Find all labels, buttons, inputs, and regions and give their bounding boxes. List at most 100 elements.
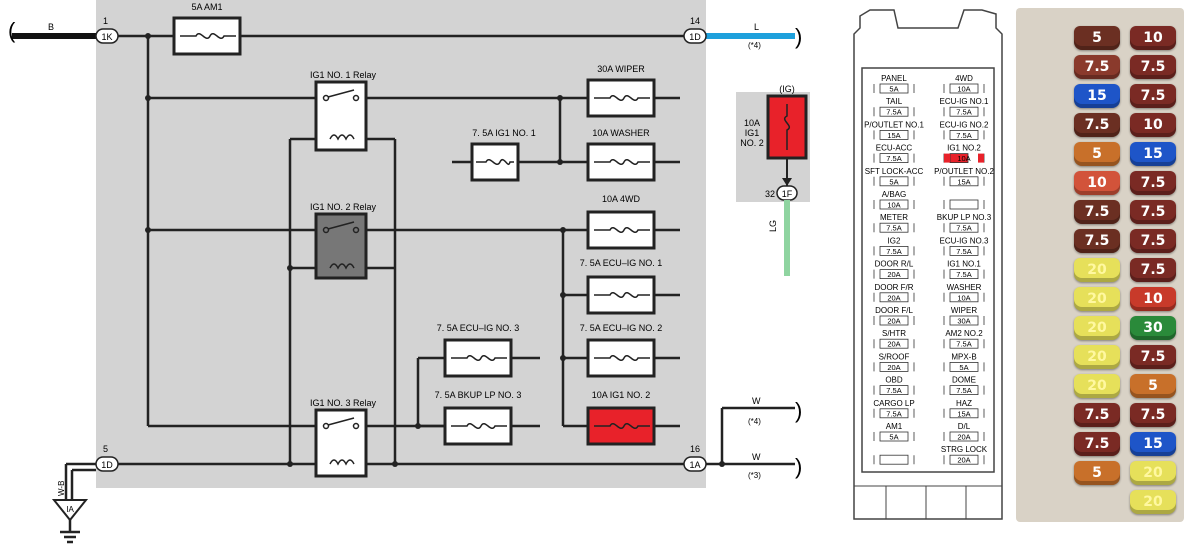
svg-text:7. 5A BKUP LP NO. 3: 7. 5A BKUP LP NO. 3 <box>435 390 522 400</box>
fuse-slot-left <box>879 361 909 372</box>
ground-symbol <box>51 499 89 522</box>
svg-text:10A WASHER: 10A WASHER <box>592 128 650 138</box>
fuse-slot-left <box>879 385 909 396</box>
photo-fuse-right: 7.5 <box>1130 84 1176 108</box>
svg-text:10A: 10A <box>744 118 760 128</box>
fuse-slot-highlight <box>978 153 984 163</box>
photo-fuse-right: 7.5 <box>1130 171 1176 195</box>
photo-fuse-left: 20 <box>1074 258 1120 282</box>
svg-text:16: 16 <box>690 444 700 454</box>
photo-fuse-row: 20 <box>1016 486 1184 520</box>
photo-fuse-left: 7.5 <box>1074 432 1120 456</box>
wire-w-upper-note: (*4) <box>748 417 761 426</box>
wire-w-upper-paren: ) <box>795 398 802 423</box>
fuse-slot-right <box>949 292 979 303</box>
fuse-slot-left <box>879 106 909 117</box>
fuse-slot-right <box>949 361 979 372</box>
connector-1d-left: 1D 5 <box>95 444 119 472</box>
fuse-slot-name-right: IG1 NO.2 <box>947 144 981 153</box>
photo-fuse-left: 5 <box>1074 142 1120 166</box>
fuse-slot-right <box>949 269 979 280</box>
fuse-slot-left <box>879 83 909 94</box>
photo-fuse-right: 7.5 <box>1130 403 1176 427</box>
relay-ig1-no3: IG1 NO. 3 Relay <box>310 398 377 478</box>
fuse-slot-name-left: METER <box>880 213 908 222</box>
wire-l-label: L <box>754 22 759 32</box>
fuse-slot-name-left: PANEL <box>881 74 907 83</box>
photo-fuse-right: 5 <box>1130 374 1176 398</box>
fuse-slot-name-left: TAIL <box>886 97 903 106</box>
fuse-slot-rating-right: 7.5A <box>956 131 971 140</box>
photo-fuse-right: 15 <box>1130 142 1176 166</box>
fuse-slot-name-right: 4WD <box>955 74 973 83</box>
fuse-slot-right <box>949 338 979 349</box>
photo-fuse-right: 7.5 <box>1130 229 1176 253</box>
fuse-slot-name-right: STRG LOCK <box>941 445 988 454</box>
svg-text:IG1 NO. 1 Relay: IG1 NO. 1 Relay <box>310 70 377 80</box>
photo-fuse-right: 7.5 <box>1130 345 1176 369</box>
wire-l-note: (*4) <box>748 41 761 50</box>
fuse-slot-right <box>949 106 979 117</box>
fuse-slot-left <box>879 292 909 303</box>
fuse-slot-name-right: MPX-B <box>951 352 976 361</box>
fuse-slot-rating-left: 7.5A <box>886 154 901 163</box>
fuse-slot-rating-left: 15A <box>887 131 900 140</box>
ground-label: IA <box>66 505 74 514</box>
fuse-slot-right <box>949 454 979 465</box>
fuse-slot-rating-right: 15A <box>957 409 970 418</box>
svg-text:NO. 2: NO. 2 <box>740 138 764 148</box>
fuse-slot-rating-left: 7.5A <box>886 386 901 395</box>
svg-text:5A AM1: 5A AM1 <box>191 2 222 12</box>
wire-w-upper-label: W <box>752 396 761 406</box>
fuse-slot-rating-right: 7.5A <box>956 386 971 395</box>
fuse-slot-rating-right: 7.5A <box>956 108 971 117</box>
fuse-slot-right <box>949 408 979 419</box>
photo-fuse-left: 15 <box>1074 84 1120 108</box>
wire-w-lower-note: (*3) <box>748 471 761 480</box>
svg-text:1: 1 <box>103 16 108 26</box>
wiring-diagram: IA ( B ) L (*4) ) ) W (*4) W (*3) W-B 1K… <box>8 0 810 544</box>
fuse-slot-name-left: A/BAG <box>882 190 906 199</box>
fuse-slot-rating-left: 7.5A <box>886 224 901 233</box>
photo-fuse-right: 7.5 <box>1130 258 1176 282</box>
photo-fuse-left: 10 <box>1074 171 1120 195</box>
fuse-slot-rating-left: 7.5A <box>886 108 901 117</box>
fuse-slot-rating-right: 10A <box>957 154 970 163</box>
fuse-slot-rating-right: 10A <box>957 85 970 94</box>
fuse-slot-rating-left: 20A <box>887 293 900 302</box>
fuse-slot-left <box>879 315 909 326</box>
fuse-slot-name-left: DOOR R/L <box>875 260 914 269</box>
fuse-am1: 5A AM1 <box>172 2 242 56</box>
svg-text:7. 5A ECU–IG NO. 1: 7. 5A ECU–IG NO. 1 <box>580 258 663 268</box>
photo-fuse-right: 30 <box>1130 316 1176 340</box>
svg-text:IG1 NO. 2 Relay: IG1 NO. 2 Relay <box>310 202 377 212</box>
fuse-slot-rating-left: 7.5A <box>886 409 901 418</box>
fuse-slot-rating-left: 20A <box>887 363 900 372</box>
wire-b-label: B <box>48 22 54 32</box>
wire-b-left-paren: ( <box>8 18 16 43</box>
fuse-slot-left <box>879 130 909 140</box>
fuse-slot-name-left: OBD <box>885 376 903 385</box>
fuse-slot-left <box>879 222 909 233</box>
fuse-slot-rating-right: 7.5A <box>956 224 971 233</box>
photo-fuse-right: 10 <box>1130 287 1176 311</box>
fuse-slot-left <box>879 338 909 349</box>
photo-fuse-left: 5 <box>1074 461 1120 485</box>
fuse-slot-left <box>879 431 909 442</box>
fuse-slot-name-right: HAZ <box>956 399 972 408</box>
svg-text:10A IG1 NO. 2: 10A IG1 NO. 2 <box>592 390 651 400</box>
fuse-slot-right <box>949 431 979 442</box>
fuse-ecu-ig-no3: 7. 5A ECU–IG NO. 3 <box>437 323 519 378</box>
svg-text:IG1 NO. 3 Relay: IG1 NO. 3 Relay <box>310 398 377 408</box>
photo-fuse-right: 20 <box>1130 490 1176 514</box>
fuse-slot-name-right: BKUP LP NO.3 <box>937 213 992 222</box>
fuse-slot-name-right: P/OUTLET NO.2 <box>934 167 994 176</box>
photo-fuse-row: 5 15 <box>1016 138 1184 172</box>
fuse-slot-right <box>949 130 979 140</box>
